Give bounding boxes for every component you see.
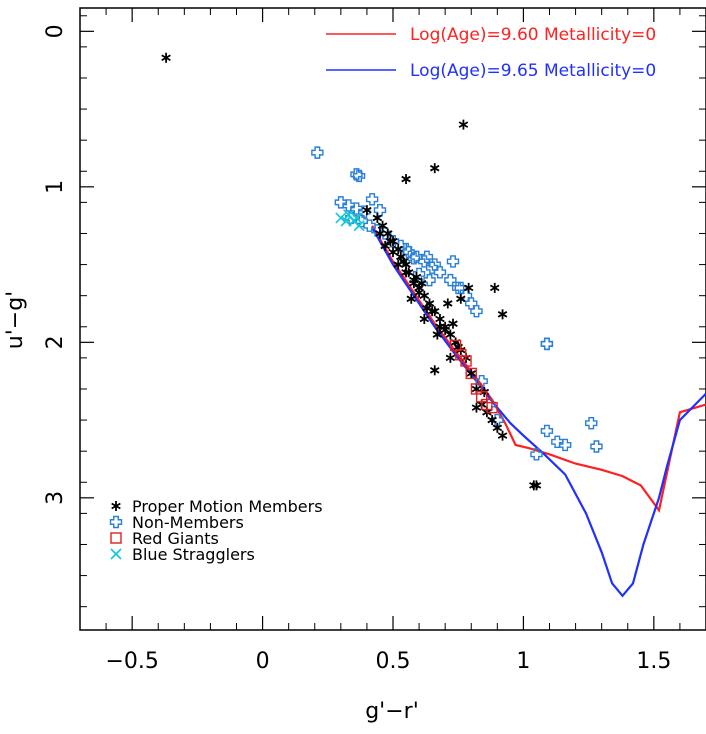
asterisk-marker xyxy=(497,309,508,320)
open-square-marker xyxy=(465,367,477,380)
data-points xyxy=(161,52,603,491)
asterisk-marker xyxy=(398,256,409,267)
open-cross-marker xyxy=(423,273,436,287)
open-cross-marker xyxy=(540,337,554,351)
open-cross-marker xyxy=(428,258,441,271)
open-cross-marker xyxy=(365,193,379,206)
x-marker xyxy=(340,215,352,227)
open-cross-marker xyxy=(590,440,603,453)
asterisk-marker xyxy=(416,278,427,289)
open-cross-marker xyxy=(433,266,447,279)
x-tick-label: 1 xyxy=(516,649,530,674)
x-axis-label: g'−r' xyxy=(365,699,419,724)
isochrone-lines xyxy=(371,225,706,598)
x-marker xyxy=(335,212,347,224)
asterisk-marker xyxy=(411,272,422,283)
open-cross-marker xyxy=(551,435,564,449)
open-cross-marker xyxy=(540,337,554,351)
x-marker xyxy=(110,548,122,560)
asterisk-marker xyxy=(372,212,383,223)
y-tick-label: 2 xyxy=(43,335,68,349)
x-tick-label: 0 xyxy=(256,649,270,674)
asterisk-marker xyxy=(111,501,121,511)
asterisk-marker xyxy=(463,282,474,293)
x-tick-label: 1.5 xyxy=(636,649,671,674)
open-cross-marker xyxy=(558,438,572,452)
legend-label: Non-Members xyxy=(132,513,244,532)
open-cross-marker xyxy=(454,281,468,295)
open-cross-marker xyxy=(373,203,387,217)
asterisk-marker xyxy=(422,303,432,314)
open-cross-marker xyxy=(465,297,478,310)
y-tick-label: 3 xyxy=(43,491,68,505)
asterisk-marker xyxy=(385,236,396,247)
x-marker xyxy=(353,220,365,232)
asterisk-marker xyxy=(429,163,440,174)
asterisk-marker xyxy=(492,422,503,433)
axis-ticks xyxy=(80,8,706,630)
asterisk-marker xyxy=(487,415,497,426)
x-marker xyxy=(350,212,363,224)
asterisk-marker xyxy=(445,352,456,363)
asterisk-marker xyxy=(531,480,542,491)
open-cross-marker xyxy=(350,168,363,181)
asterisk-marker xyxy=(377,220,388,231)
asterisk-marker xyxy=(375,228,385,239)
asterisk-marker xyxy=(419,314,430,324)
asterisk-marker xyxy=(456,293,466,304)
open-cross-marker xyxy=(342,199,355,212)
asterisk-marker xyxy=(161,52,171,63)
legend-label: Red Giants xyxy=(132,529,219,548)
open-square-marker xyxy=(110,532,122,544)
y-tick-label: 0 xyxy=(43,24,68,38)
asterisk-marker xyxy=(442,298,453,309)
open-square-marker xyxy=(486,401,498,414)
asterisk-marker xyxy=(401,174,411,185)
asterisk-marker xyxy=(429,365,440,376)
open-cross-marker xyxy=(334,196,348,209)
asterisk-marker xyxy=(406,293,417,304)
isochrone-legend-label: Log(Age)=9.65 Metallicity=0 xyxy=(410,61,656,81)
isochrone-legend-label: Log(Age)=9.60 Metallicity=0 xyxy=(410,25,656,45)
open-cross-marker xyxy=(109,515,123,529)
asterisk-marker xyxy=(458,119,469,130)
asterisk-marker xyxy=(497,430,508,441)
asterisk-marker xyxy=(489,282,500,293)
open-cross-marker xyxy=(446,255,460,268)
asterisk-marker xyxy=(471,402,482,413)
asterisk-marker xyxy=(388,247,398,258)
isochrone-line xyxy=(371,225,706,513)
asterisk-marker xyxy=(432,329,443,340)
open-cross-marker xyxy=(585,416,598,430)
asterisk-marker xyxy=(401,267,411,278)
isochrone-line xyxy=(371,226,706,598)
asterisk-marker xyxy=(362,205,372,216)
legend-label: Blue Stragglers xyxy=(132,545,255,564)
x-tick-labels: −0.5 0 0.5 1 1.5 xyxy=(105,649,671,674)
legend-label: Proper Motion Members xyxy=(132,497,323,516)
asterisk-marker xyxy=(435,321,445,332)
open-cross-marker xyxy=(444,273,457,287)
open-cross-marker xyxy=(530,448,543,461)
open-cross-marker xyxy=(540,424,554,438)
x-tick-label: −0.5 xyxy=(105,649,158,674)
open-cross-marker xyxy=(352,169,366,183)
open-cross-marker xyxy=(407,252,421,265)
y-axis-label: u'−g' xyxy=(3,291,28,349)
asterisk-marker xyxy=(414,287,424,298)
open-cross-marker xyxy=(311,146,324,159)
open-cross-marker xyxy=(470,305,483,318)
y-tick-label: 1 xyxy=(43,180,68,194)
asterisk-marker xyxy=(448,318,458,329)
asterisk-marker xyxy=(466,368,477,379)
asterisk-marker xyxy=(445,329,456,340)
open-square-marker xyxy=(460,355,472,367)
x-tick-label: 0.5 xyxy=(376,649,411,674)
y-tick-labels: 0 1 2 3 xyxy=(43,24,68,505)
isochrone-legend: Log(Age)=9.60 Metallicity=0Log(Age)=9.65… xyxy=(326,25,656,81)
asterisk-marker xyxy=(383,228,393,239)
asterisk-marker xyxy=(380,240,390,251)
